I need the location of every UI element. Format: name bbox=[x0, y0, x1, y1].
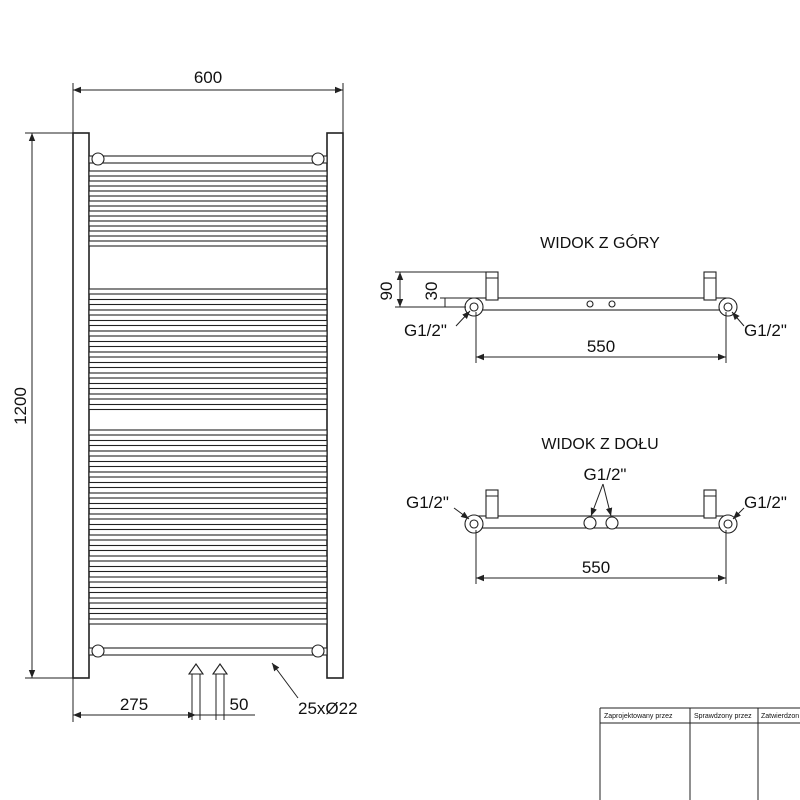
bottom-width-label: 550 bbox=[582, 558, 610, 577]
depth-label: 90 bbox=[377, 282, 396, 301]
rung bbox=[88, 450, 328, 457]
rung bbox=[88, 618, 328, 625]
rung bbox=[88, 170, 328, 177]
bottom-middle-connection-icon-2 bbox=[605, 516, 619, 530]
rung bbox=[88, 240, 328, 247]
valve-left-icon bbox=[187, 663, 205, 720]
top-view-title: WIDOK Z GÓRY bbox=[540, 233, 660, 252]
rung bbox=[88, 220, 328, 227]
rung bbox=[88, 288, 328, 295]
approved-by-label: Zatwierdzon bbox=[761, 713, 799, 720]
rung bbox=[88, 481, 328, 489]
rung bbox=[88, 471, 328, 478]
tube-label: 25xØ22 bbox=[298, 699, 358, 718]
rung bbox=[88, 351, 328, 358]
front-view: 600 1200 275 50 25xØ22 bbox=[11, 68, 358, 722]
valve-right-icon bbox=[211, 663, 229, 720]
title-block: Zaprojektowany przez Sprawdzony przez Za… bbox=[599, 707, 800, 800]
rung bbox=[88, 460, 328, 468]
rung bbox=[88, 155, 328, 164]
left-side-post bbox=[72, 132, 90, 679]
top-right-stub bbox=[703, 271, 717, 301]
rung bbox=[88, 647, 328, 656]
rung bbox=[88, 180, 328, 187]
rung bbox=[88, 502, 328, 510]
top-view: WIDOK Z GÓRY 90 30 G1/2" G1/2" 550 bbox=[377, 233, 787, 363]
rung bbox=[88, 361, 328, 369]
rung bbox=[88, 544, 328, 552]
tube-leader-line bbox=[271, 662, 299, 699]
top-right-connection-label: G1/2" bbox=[744, 321, 787, 340]
offset-label-top: 30 bbox=[422, 282, 441, 301]
rung bbox=[88, 492, 328, 499]
rung bbox=[88, 523, 328, 531]
rung bbox=[88, 210, 328, 217]
rung bbox=[88, 200, 328, 207]
rung bbox=[88, 534, 328, 541]
width-label: 600 bbox=[194, 68, 222, 87]
rung bbox=[88, 513, 328, 520]
rung bbox=[88, 555, 328, 562]
rung bbox=[88, 393, 328, 400]
right-side-post bbox=[326, 132, 344, 679]
top-right-cap-icon bbox=[311, 152, 325, 166]
rungs-group bbox=[88, 155, 328, 656]
rung bbox=[88, 597, 328, 604]
top-left-stub bbox=[485, 271, 499, 301]
rung bbox=[88, 190, 328, 197]
top-width-label: 550 bbox=[587, 337, 615, 356]
rung bbox=[88, 340, 328, 348]
bottom-left-connection-label: G1/2" bbox=[406, 493, 449, 512]
bottom-view-bar bbox=[475, 515, 727, 529]
rung bbox=[88, 298, 328, 306]
rung bbox=[88, 330, 328, 337]
rung bbox=[88, 372, 328, 379]
rung bbox=[88, 565, 328, 573]
rung bbox=[88, 230, 328, 237]
top-left-cap-icon bbox=[91, 152, 105, 166]
rung bbox=[88, 403, 328, 411]
rung bbox=[88, 607, 328, 615]
designed-by-label: Zaprojektowany przez bbox=[604, 713, 673, 720]
rung bbox=[88, 382, 328, 390]
bottom-left-cap-icon bbox=[91, 644, 105, 658]
spacing-label: 50 bbox=[230, 695, 249, 714]
height-label: 1200 bbox=[11, 387, 30, 425]
rung bbox=[88, 319, 328, 327]
rung bbox=[88, 309, 328, 316]
rung bbox=[88, 429, 328, 436]
offset-label: 275 bbox=[120, 695, 148, 714]
bottom-view: WIDOK Z DOŁU G1/2" G1/2" G1/2" 550 bbox=[406, 436, 787, 584]
bottom-left-stub bbox=[485, 489, 499, 519]
bottom-right-cap-icon bbox=[311, 644, 325, 658]
bottom-right-connection-label: G1/2" bbox=[744, 493, 787, 512]
bottom-view-title: WIDOK Z DOŁU bbox=[541, 436, 658, 453]
rung bbox=[88, 439, 328, 447]
bottom-middle-connection-icon bbox=[583, 516, 597, 530]
bottom-middle-connection-label: G1/2" bbox=[584, 465, 627, 484]
rung bbox=[88, 576, 328, 583]
rung bbox=[88, 586, 328, 594]
bottom-right-stub bbox=[703, 489, 717, 519]
top-left-connection-label: G1/2" bbox=[404, 321, 447, 340]
checked-by-label: Sprawdzony przez bbox=[694, 713, 752, 720]
top-view-bar bbox=[475, 297, 727, 311]
